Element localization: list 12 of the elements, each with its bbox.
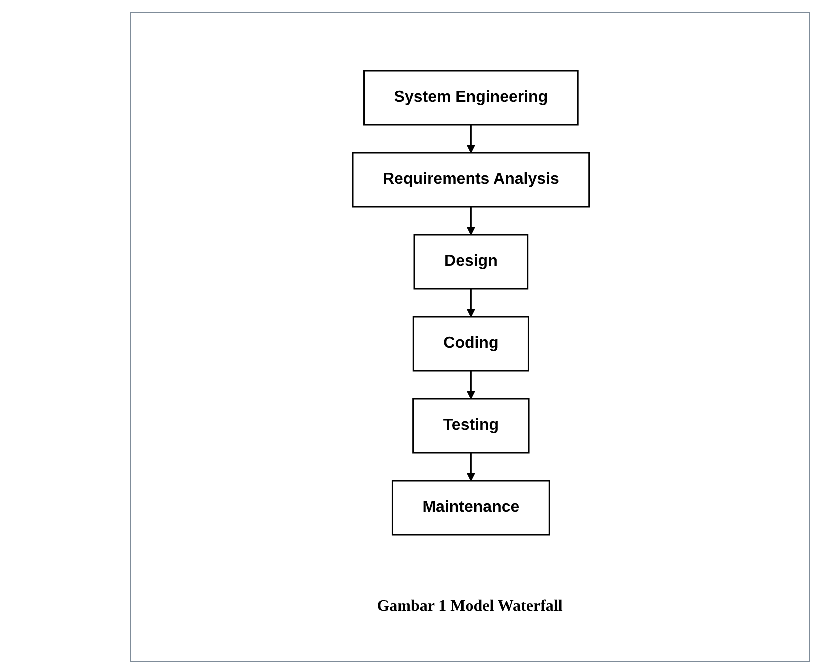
node-box: Maintenance [392, 480, 550, 536]
node-box: Testing [412, 398, 530, 454]
arrow [466, 371, 476, 400]
arrow [466, 453, 476, 482]
node-box: System Engineering [363, 70, 579, 126]
node-box: Coding [412, 316, 530, 372]
arrow [466, 125, 476, 154]
node-box: Requirements Analysis [352, 152, 590, 208]
node-box: Design [414, 234, 528, 290]
arrow [466, 289, 476, 318]
figure-caption: Gambar 1 Model Waterfall [377, 598, 563, 615]
arrow [466, 207, 476, 236]
